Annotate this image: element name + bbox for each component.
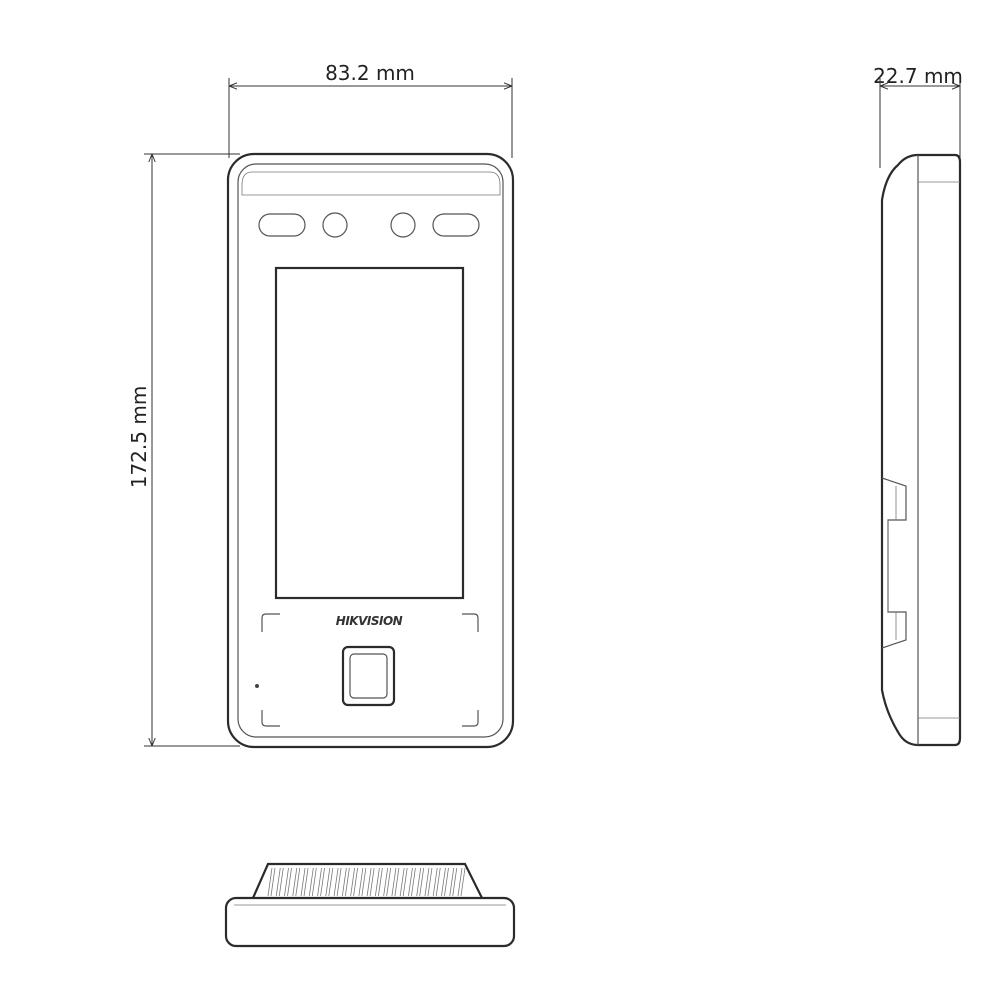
heatsink-fin (416, 867, 425, 897)
heatsink-fin (366, 867, 375, 897)
side-view (880, 153, 962, 747)
width-dimension: 83.2 mm (228, 61, 513, 158)
fingerprint-sensor-window (349, 653, 388, 699)
heatsink-fin (441, 867, 449, 897)
camera-right-icon (390, 212, 416, 238)
heatsink-fin (284, 867, 292, 897)
heatsink-fin (399, 867, 408, 897)
heatsink-fin (408, 867, 416, 897)
heatsink-fin (424, 867, 433, 897)
camera-left-icon (322, 212, 348, 238)
heatsink-fin (350, 867, 359, 897)
bottom-view (224, 862, 516, 948)
indicator-dot-icon (255, 684, 259, 688)
heatsink-fin (358, 867, 367, 897)
heatsink-fin (267, 867, 276, 897)
side-outer-outline (880, 153, 962, 747)
width-label: 83.2 mm (325, 61, 415, 85)
bottom-base-outline (224, 896, 516, 948)
heatsink-fin (449, 867, 458, 897)
front-view: HIKVISION (226, 152, 515, 749)
fingerprint-sensor-icon (341, 645, 396, 707)
device-outer-shell (226, 152, 515, 749)
heatsink-fin (383, 867, 392, 897)
device-front-panel (237, 163, 504, 738)
display-screen (274, 266, 465, 600)
card-reading-area (261, 613, 479, 727)
height-label: 172.5 mm (127, 386, 151, 489)
ir-light-left-icon (258, 213, 306, 237)
heatsink-fins (267, 867, 466, 897)
depth-dimension: 22.7 mm (873, 64, 963, 168)
ir-light-right-icon (432, 213, 480, 237)
heatsink-fin (325, 867, 334, 897)
side-mount-bracket (881, 477, 907, 649)
heatsink-fin (308, 867, 317, 897)
heatsink-fin (300, 867, 309, 897)
heatsink-fin (317, 867, 325, 897)
heatsink-fin (374, 867, 383, 897)
brand-logo: HIKVISION (336, 614, 403, 628)
bottom-heatsink-outline (251, 862, 483, 899)
heatsink-fin (275, 867, 284, 897)
heatsink-fin (333, 867, 342, 897)
heatsink-fin (391, 867, 400, 897)
height-dimension: 172.5 mm (127, 153, 240, 747)
heatsink-fin (292, 867, 301, 897)
heatsink-fin (457, 867, 466, 897)
heatsink-fin (341, 867, 350, 897)
top-bezel (241, 171, 501, 196)
heatsink-fin (432, 867, 441, 897)
depth-label: 22.7 mm (873, 64, 963, 88)
